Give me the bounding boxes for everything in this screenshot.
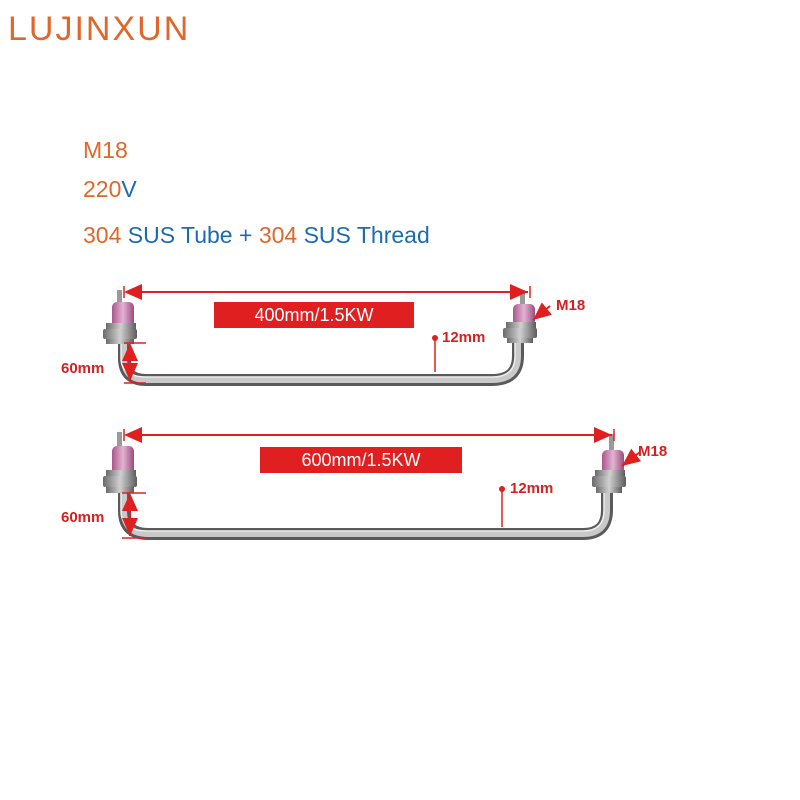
heater-2-length-label: 600mm/1.5KW bbox=[260, 447, 462, 473]
spec-material-text-2: SUS Thread bbox=[297, 222, 430, 248]
heater-1-right-terminal bbox=[503, 290, 537, 343]
spec-material-number-2: 304 bbox=[258, 222, 298, 248]
heater-2-thread-label: M18 bbox=[638, 443, 668, 460]
heater-1-diameter-label: 12mm bbox=[442, 329, 486, 346]
heater-2-diameter-label: 12mm bbox=[510, 480, 554, 497]
spec-thread: M18 bbox=[83, 137, 128, 163]
spec-voltage-unit: V bbox=[121, 176, 137, 202]
spec-material-number-1: 304 bbox=[83, 222, 122, 248]
heater-2-right-terminal bbox=[592, 434, 626, 493]
spec-material: 304 SUS Tube + 304 SUS Thread bbox=[83, 221, 430, 249]
heater-2-height-label: 60mm bbox=[61, 509, 105, 526]
heater-2 bbox=[103, 427, 642, 540]
spec-material-text-1: SUS Tube + bbox=[121, 222, 259, 248]
heater-1-length-label: 400mm/1.5KW bbox=[214, 302, 414, 328]
spec-voltage-number: 220 bbox=[83, 176, 122, 202]
heater-1-left-terminal bbox=[103, 290, 137, 344]
heater-1-thread-label: M18 bbox=[556, 297, 586, 314]
heater-1-height-label: 60mm bbox=[61, 360, 105, 377]
spec-voltage: 220V bbox=[83, 175, 137, 203]
brand-logo: LUJINXUN bbox=[8, 10, 191, 48]
heater-2-left-terminal bbox=[103, 432, 137, 493]
heater-1 bbox=[103, 284, 552, 386]
